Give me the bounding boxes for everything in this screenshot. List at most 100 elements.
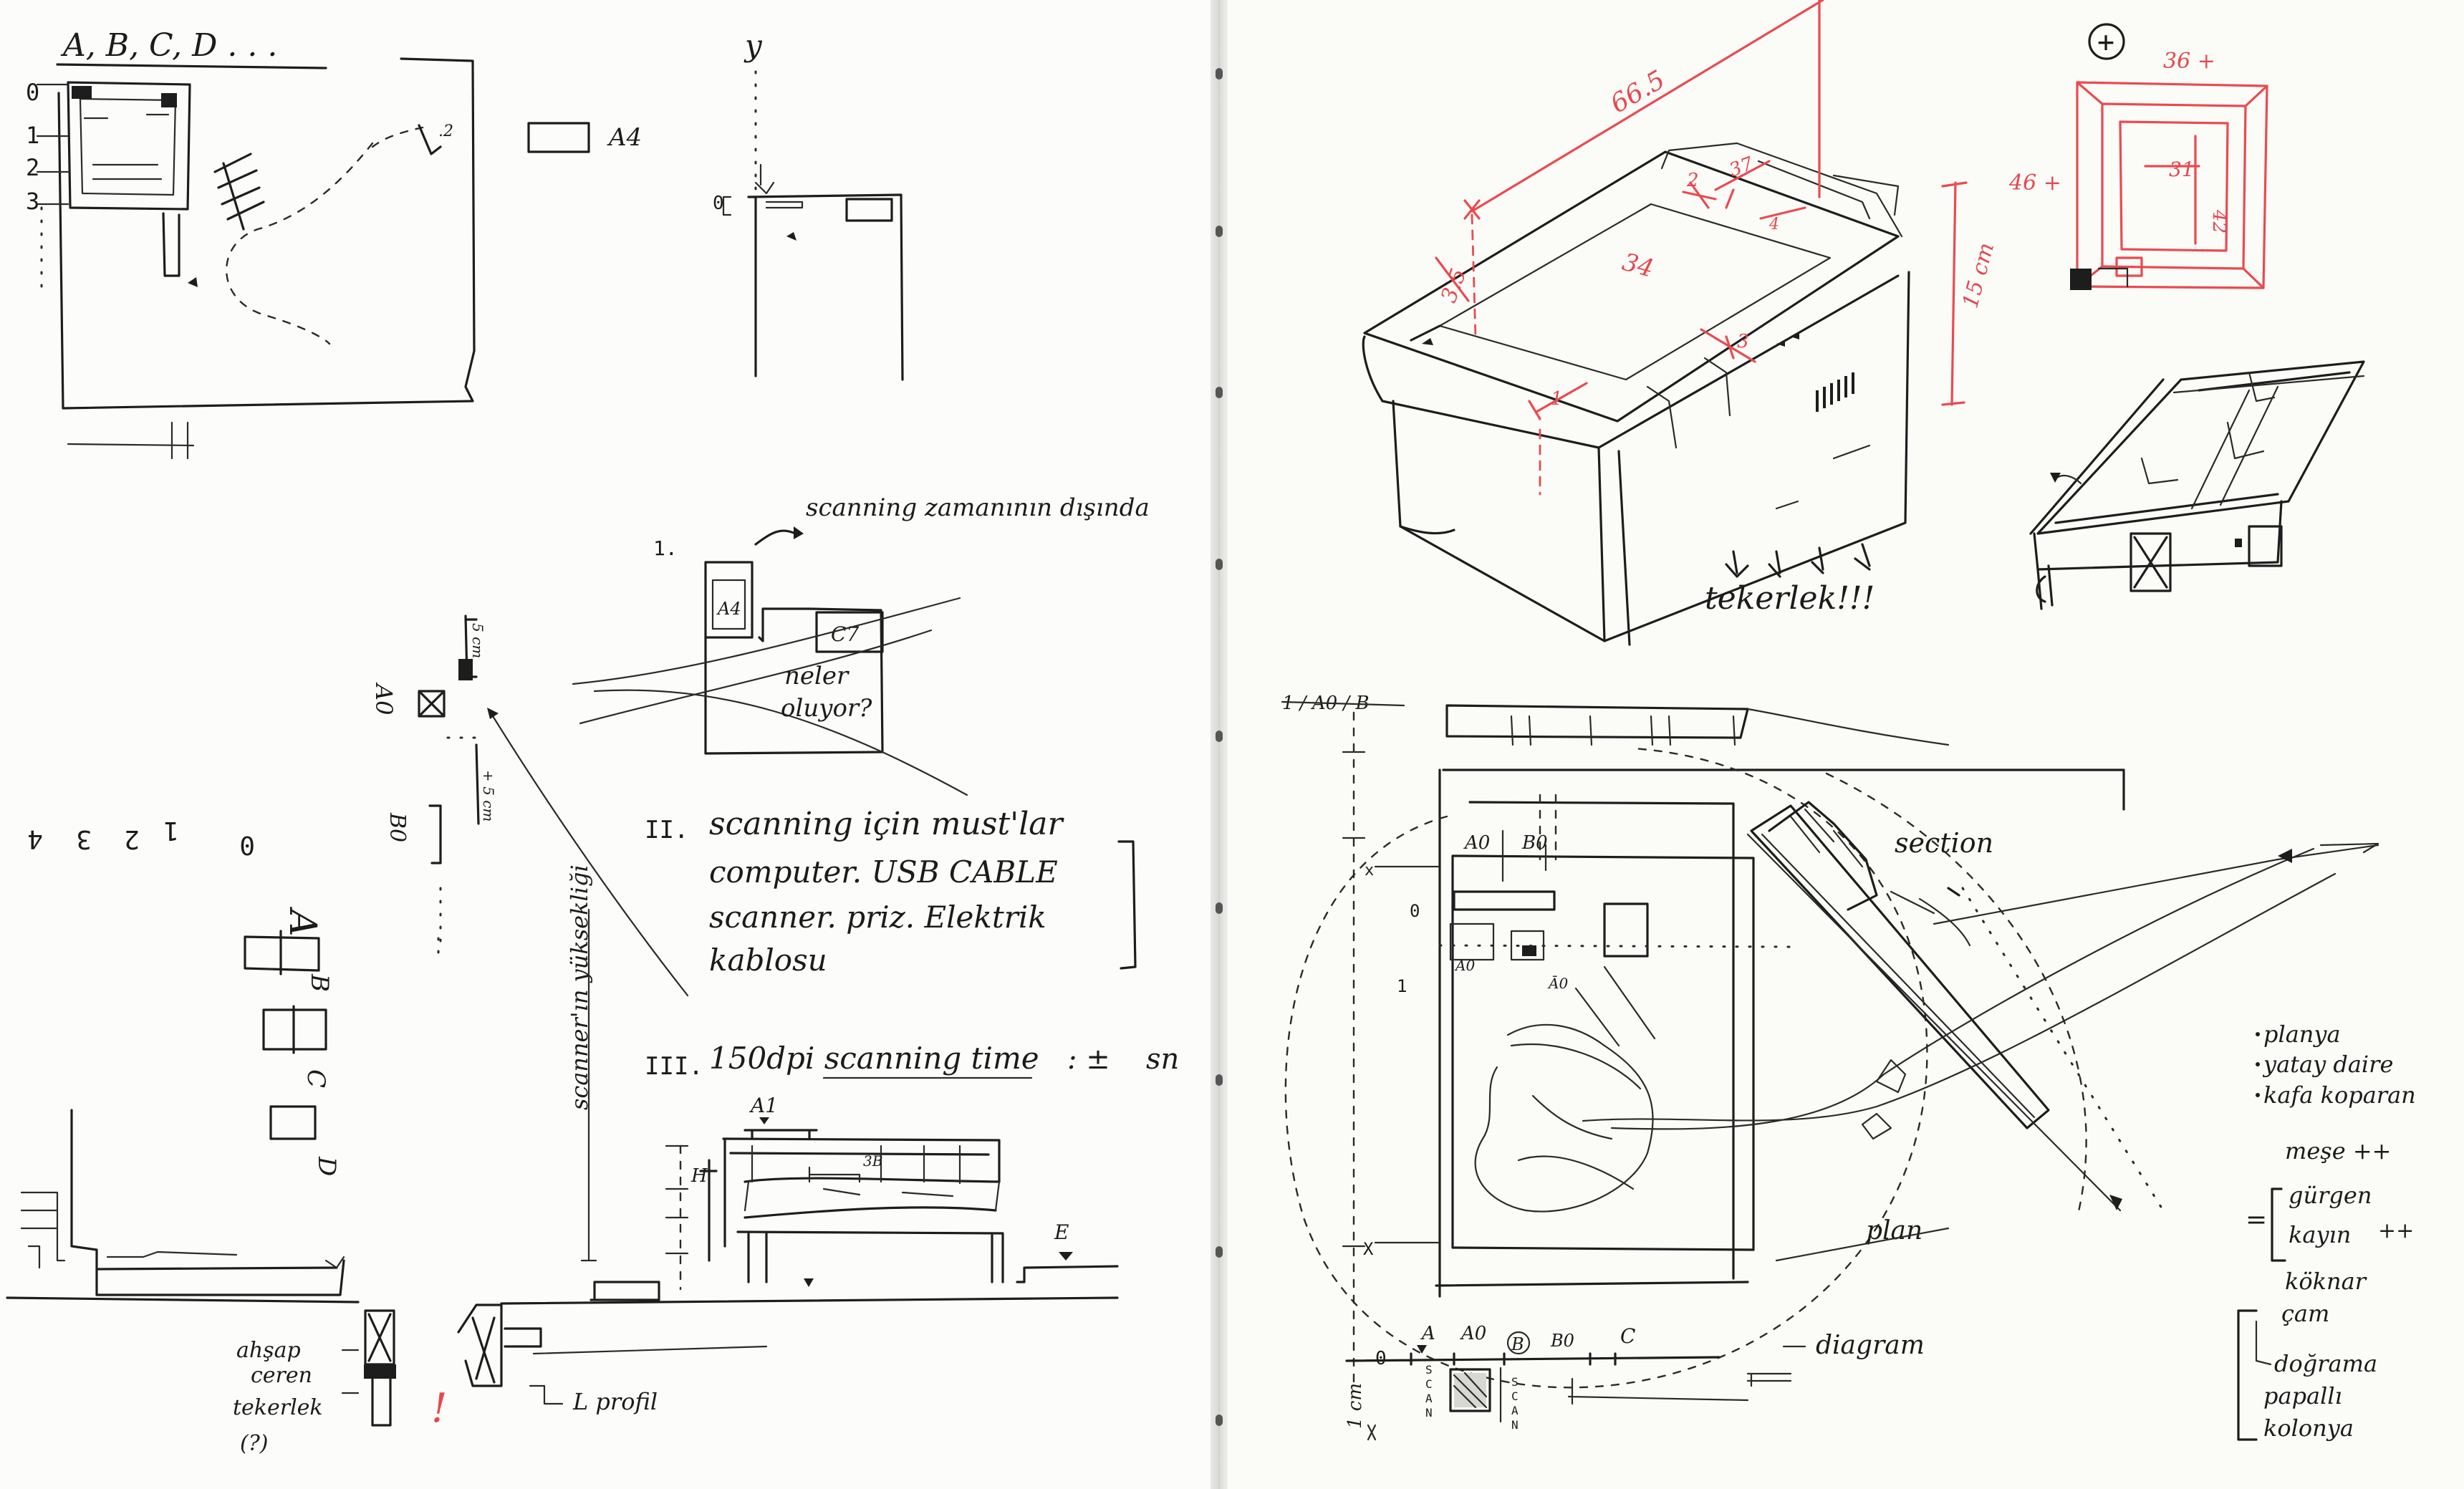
svg-text:C: C: [1511, 1389, 1519, 1403]
binding-stitch: [1216, 1415, 1223, 1426]
svg-text:A: A: [1511, 1404, 1519, 1417]
binding-stitch: [1216, 731, 1223, 742]
materials-notes: planya yatay daire kafa koparan meşe ++ …: [2237, 1021, 2416, 1442]
scan-n: N: [1425, 1406, 1433, 1420]
joinery-papalli: papallı: [2263, 1382, 2342, 1410]
scan-a: A: [1425, 1392, 1433, 1405]
tick-bottom-label: + 5 cm: [480, 770, 497, 821]
scale-digit-0: 0: [239, 830, 255, 859]
svg-text:.2: .2: [438, 122, 453, 140]
y-axis-label: y: [743, 28, 763, 63]
table-frame-sketch: [2029, 360, 2365, 610]
right-page: [1228, 0, 2464, 1489]
equals-sign: =: [2246, 1205, 2267, 1235]
bed-label-a1: A1: [749, 1094, 778, 1117]
wood-cam: çam: [2281, 1300, 2329, 1327]
a4-label: A4: [607, 123, 642, 152]
material-1: planya: [2263, 1021, 2341, 1048]
joinery-dograma: doğrama: [2274, 1350, 2377, 1377]
exclamation-mark: !: [431, 1385, 448, 1432]
wood-kayin: kayın: [2289, 1221, 2351, 1248]
scan-c: C: [1425, 1377, 1433, 1391]
svg-text:S: S: [1511, 1375, 1519, 1389]
joinery-kolonya: kolonya: [2263, 1415, 2354, 1442]
wheels-note: tekerlek!!!: [1705, 580, 1875, 617]
item-2-line2: computer. USB CABLE: [709, 854, 1058, 890]
bottom-row-a: A: [1420, 1323, 1435, 1344]
plan-bottom-labels: 0 A A0 B B0 C S C A N S C A N 1 cm diagr: [1344, 1323, 1925, 1441]
side-vertical-label: 1 cm: [1344, 1383, 1366, 1429]
a4-box: [527, 122, 590, 153]
item-3-value: : ±: [1067, 1043, 1110, 1076]
scanner-red-dimensions: 66.5 3.5 1 34 2 37 3 4 15 cm: [1435, 0, 1999, 496]
dim-width-top: 37: [1726, 153, 1756, 182]
plan-ao-small: A0: [1454, 957, 1475, 974]
caster-note-line4: (?): [240, 1431, 269, 1456]
diagram-label: diagram: [1816, 1331, 1925, 1360]
material-3: kafa koparan: [2263, 1081, 2416, 1109]
dim-length: 34: [1620, 248, 1657, 284]
binding-stitch: [1216, 387, 1223, 398]
dim-small-b: 3: [1737, 331, 1749, 352]
plus-symbol: +: [2097, 26, 2114, 59]
bottom-row-b: B: [1511, 1334, 1524, 1354]
caster-note-line3: tekerlek: [233, 1395, 323, 1420]
paper-size-d: D: [312, 1156, 341, 1176]
b0-label: B0: [385, 812, 410, 842]
red-dim-inner-w: 31: [2169, 158, 2195, 181]
grid-row-2: 2: [26, 154, 39, 181]
dim-small-d: 1: [1551, 388, 1563, 410]
bed-label-e: E: [1054, 1220, 1069, 1244]
item-3-text: 150dpi scanning time: [709, 1041, 1039, 1076]
scanner-box-isometric: tekerlek!!!: [1362, 142, 1910, 646]
bed-label-h: H: [690, 1165, 708, 1187]
red-dim-side: 46 +: [2008, 170, 2061, 196]
plan-one: 1: [1397, 976, 1407, 996]
svg-text:N: N: [1511, 1418, 1519, 1432]
scale-digit-3: 3: [76, 824, 92, 854]
l-profile-label: L profil: [572, 1388, 658, 1415]
top-left-heading: A, B, C, D . . .: [60, 27, 277, 64]
grid-row-0: 0: [26, 79, 39, 106]
item-1-question-line1: neler: [784, 662, 850, 690]
rotated-scale-digits: 4 3 2 1 0: [27, 816, 255, 859]
plan-label: plan: [1866, 1216, 1922, 1245]
wood-group-suffix: ++: [2378, 1218, 2414, 1243]
item-1-question-line2: oluyor?: [781, 694, 872, 723]
red-frame-plan: + 36 + 31 42 46 +: [2008, 23, 2268, 290]
caster-note-line1: ahşap: [236, 1338, 301, 1363]
plan-bo-small: Ā0: [1547, 975, 1568, 992]
red-dim-top: 36 +: [2163, 49, 2215, 74]
bottom-row-b0: B0: [1550, 1331, 1574, 1351]
paper-size-c: C: [302, 1069, 330, 1088]
plan-b0: B0: [1521, 832, 1548, 854]
plan-a0: A0: [1463, 832, 1490, 854]
grid-row-3: 3: [26, 188, 39, 215]
item-2-number: II.: [645, 816, 688, 844]
scale-digit-2: 2: [124, 824, 140, 854]
paper-size-boxes: A B C D: [244, 907, 341, 1176]
plan-zero: 0: [1410, 901, 1420, 921]
scanner-plan-and-section: 1 / A0 / B A0 B0 A0 Ā0 0 1 x X: [1281, 693, 2379, 1391]
material-2: yatay daire: [2262, 1051, 2393, 1078]
binding-stitch: [1216, 226, 1223, 237]
dim-height: 15 cm: [1958, 240, 1999, 311]
dim-small-c: 4: [1768, 216, 1779, 233]
paper-size-b: B: [305, 973, 334, 992]
binding-stitch: [1216, 559, 1223, 570]
binding-stitch: [1216, 902, 1223, 914]
item-1-number: 1.: [653, 536, 678, 560]
binding-stitch: [1216, 1246, 1223, 1258]
item-2-line3: scanner. priz. Elektrik: [709, 900, 1046, 935]
item-3-unit: sn: [1146, 1043, 1179, 1076]
wood-koknar: köknar: [2285, 1268, 2367, 1295]
a0-b0-ruler: A0 5 cm + 5 cm B0 scanner'ın yüksekliği: [370, 615, 689, 1262]
svg-text:3B: 3B: [863, 1152, 882, 1170]
scanner-elevation-sketch: y 0: [713, 28, 904, 381]
grid-row-1: 1: [26, 122, 39, 149]
tick-top-label: 5 cm: [469, 623, 486, 658]
wood-gurgen: gürgen: [2289, 1182, 2372, 1209]
zero-label: 0: [713, 193, 724, 214]
